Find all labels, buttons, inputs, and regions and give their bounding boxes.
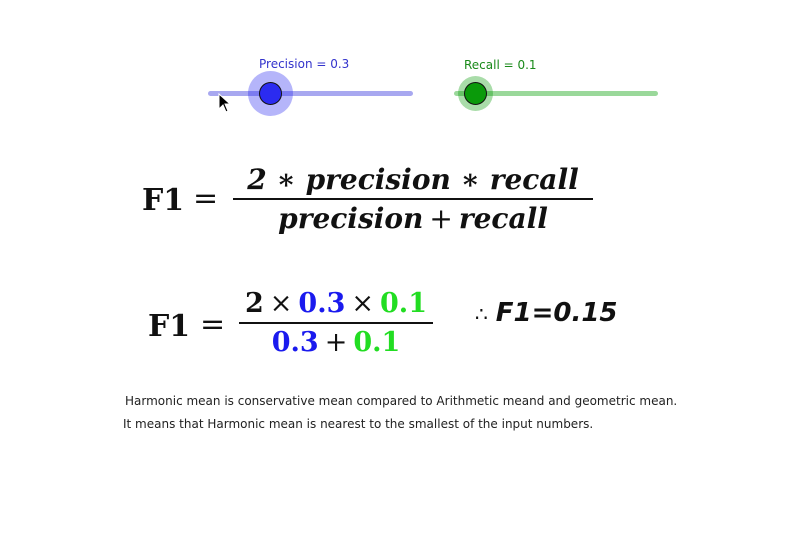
f1-numeric-plus: + bbox=[324, 327, 348, 358]
f1-numeric-denominator: 0.3+0.1 bbox=[272, 324, 401, 362]
f1-numeric-fraction: 2×0.3×0.1 0.3+0.1 bbox=[238, 286, 434, 362]
f1-result: ∴ F1=0.15 bbox=[475, 298, 618, 328]
f1-numeric-numerator: 2×0.3×0.1 bbox=[245, 286, 427, 322]
f1-general-plus: + bbox=[429, 202, 453, 235]
f1-general-denominator-precision: precision bbox=[278, 202, 424, 235]
f1-numeric-denominator-precision: 0.3 bbox=[271, 327, 319, 358]
recall-slider-track[interactable] bbox=[454, 91, 658, 96]
therefore-symbol: ∴ bbox=[475, 302, 488, 326]
precision-slider-track[interactable] bbox=[208, 91, 413, 96]
recall-slider-label: Recall = 0.1 bbox=[464, 58, 537, 72]
f1-result-text: F1=0.15 bbox=[495, 298, 618, 328]
f1-numeric-times-1: × bbox=[269, 288, 293, 319]
f1-numeric-times-2: × bbox=[351, 288, 375, 319]
f1-general-numerator: 2 ∗ precision ∗ recall bbox=[247, 163, 579, 196]
f1-numeric-recall-value: 0.1 bbox=[380, 288, 427, 319]
f1-numeric-precision-value: 0.3 bbox=[298, 288, 346, 319]
f1-general-lhs: F1 bbox=[142, 183, 185, 218]
f1-general-fraction: 2 ∗ precision ∗ recall precision+recall bbox=[232, 162, 594, 238]
f1-general-fraction-bar bbox=[233, 198, 593, 200]
note-line-1: Harmonic mean is conservative mean compa… bbox=[125, 394, 678, 408]
precision-slider-label: Precision = 0.3 bbox=[259, 57, 350, 71]
f1-numeric-lhs: F1 bbox=[148, 309, 191, 344]
f1-general-equals: = bbox=[193, 181, 219, 216]
recall-slider-knob[interactable] bbox=[464, 82, 487, 105]
f1-numeric-fraction-bar bbox=[239, 322, 433, 324]
f1-general-denominator: precision+recall bbox=[278, 200, 548, 238]
f1-numeric-denominator-recall: 0.1 bbox=[353, 327, 401, 358]
precision-slider-knob[interactable] bbox=[259, 82, 282, 105]
f1-numeric-equals: = bbox=[200, 307, 226, 342]
f1-numeric-two: 2 bbox=[244, 288, 264, 319]
f1-general-denominator-recall: recall bbox=[458, 202, 548, 235]
note-line-2: It means that Harmonic mean is nearest t… bbox=[123, 417, 594, 431]
mouse-cursor-icon bbox=[218, 93, 232, 113]
